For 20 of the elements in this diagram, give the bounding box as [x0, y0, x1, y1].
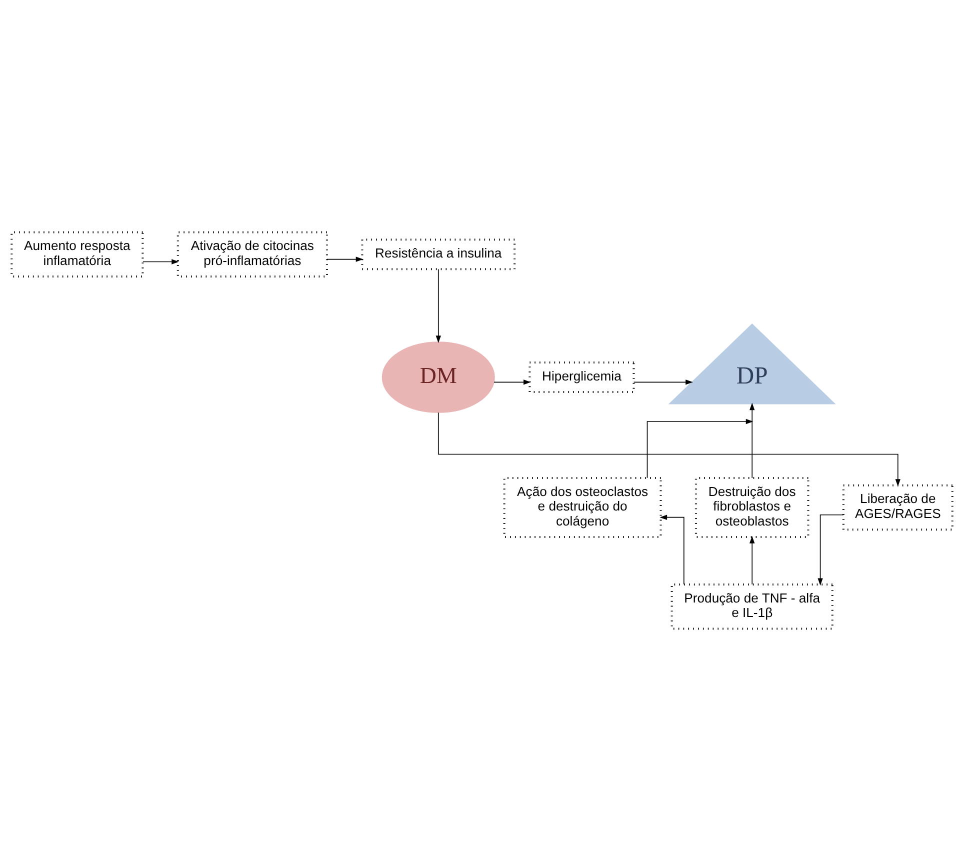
node-box: Ativação de citocinas pró-inflamatórias: [176, 230, 328, 278]
node-box: Destruição dos fibroblastos e osteoblastos: [694, 476, 810, 538]
node-box: Resistência a insulina: [361, 238, 516, 270]
arrow: [142, 258, 180, 264]
arrow: [326, 256, 364, 262]
node-ellipse: DM: [382, 341, 495, 412]
node-box: Liberação de AGES/RAGES: [842, 484, 954, 530]
arrow: [818, 514, 844, 586]
arrow: [494, 379, 531, 384]
node-box: Produção de TNF - alfa e IL-1β: [670, 582, 834, 630]
arrow: [646, 418, 754, 478]
arrow: [660, 514, 684, 584]
arrow: [436, 268, 441, 343]
arrow: [438, 412, 900, 486]
node-box: Hiperglicemia: [528, 361, 635, 393]
arrow: [750, 402, 755, 478]
arrow: [633, 379, 693, 384]
node-box: Ação dos osteoclastos e destruição do colágeno: [503, 476, 662, 538]
arrow: [750, 535, 755, 584]
node-box: Aumento resposta inflamatória: [10, 230, 144, 278]
